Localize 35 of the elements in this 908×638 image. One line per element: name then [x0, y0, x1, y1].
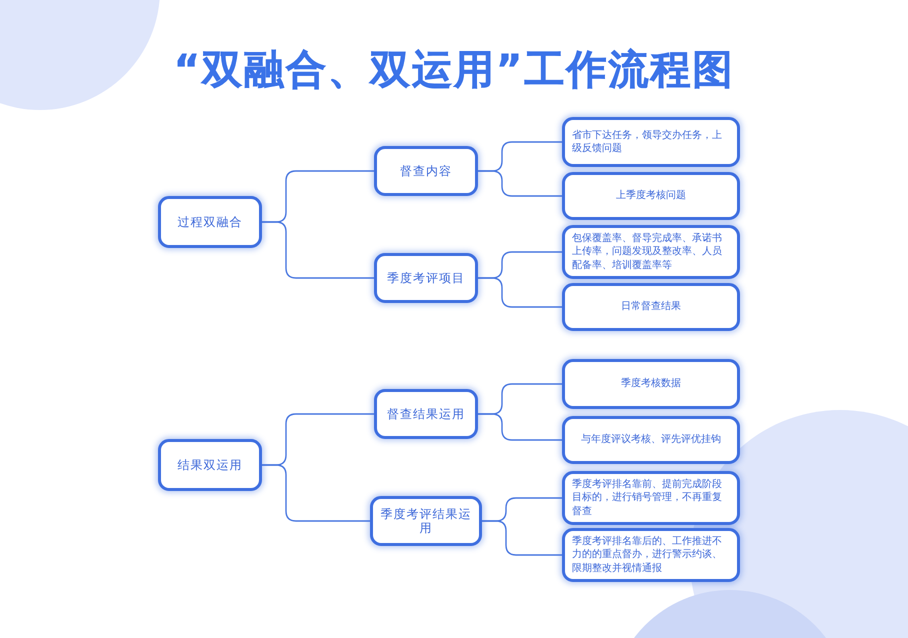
diagram-title: “双融合、双运用”工作流程图 — [172, 46, 736, 95]
process-box — [374, 253, 478, 303]
node-label: 督查结果运用 — [387, 406, 465, 422]
process-box — [158, 439, 262, 491]
connector-line — [478, 170, 562, 197]
node-label: 上季度考核问题 — [615, 189, 687, 203]
node-label: 季度考核数据 — [620, 377, 682, 391]
process-box — [562, 117, 740, 167]
process-box — [562, 359, 740, 409]
node-label: 包保覆盖率、督导完成率、承诺书上传率，问题发现及整改率、人员配备率、培训覆盖率等 — [572, 232, 723, 272]
process-box — [158, 196, 262, 248]
node-label: 省市下达任务，领导交办任务，上级反馈问题 — [572, 128, 723, 156]
process-box — [374, 389, 478, 439]
node-label: 季度考评排名靠后的、工作推进不力的的重点督办，进行警示约谈、限期整改并视情通报 — [572, 534, 723, 576]
connector-line — [478, 277, 562, 308]
process-box — [562, 172, 740, 220]
process-box — [562, 528, 740, 582]
node-label: 过程双融合 — [178, 214, 242, 230]
process-box — [374, 146, 478, 196]
connector-line — [482, 520, 562, 556]
node-label: 季度考评结果运用 — [380, 506, 472, 536]
node-label: 季度考评排名靠前、提前完成阶段目标的，进行销号管理，不再重复督查 — [572, 478, 723, 518]
node-label: 结果双运用 — [178, 458, 242, 472]
process-box — [562, 471, 740, 525]
node-label: 季度考评项目 — [387, 270, 465, 286]
process-box — [562, 225, 740, 279]
connector-line — [262, 464, 370, 522]
connector-line — [262, 221, 374, 279]
node-label: 日常督查结果 — [620, 300, 682, 314]
node-label: 与年度评议考核、评先评优挂钩 — [580, 433, 722, 447]
process-box — [562, 416, 740, 464]
process-box — [562, 283, 740, 331]
node-label: 督查内容 — [400, 164, 452, 178]
connector-line — [478, 413, 562, 441]
process-box — [370, 496, 482, 546]
